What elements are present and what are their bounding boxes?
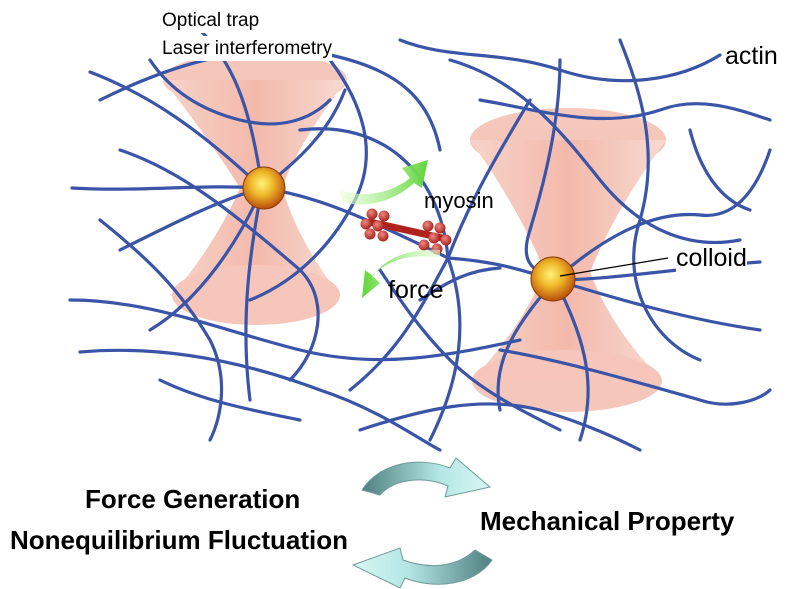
right-colloid-bead [530, 256, 576, 302]
force-generation-label: Force Generation [85, 484, 301, 514]
optical-trap-label: Optical trap [162, 8, 260, 33]
lower-force-arrow [362, 249, 440, 298]
colloid-label: colloid [676, 244, 747, 273]
myosin-label: myosin [424, 188, 494, 213]
laser-interferometry-label: Laser interferometry [162, 36, 333, 61]
force-label: force [388, 276, 444, 304]
nonequilibrium-fluctuation-label: Nonequilibrium Fluctuation [10, 525, 348, 555]
cycle-arrow-bottom [351, 547, 493, 589]
left-colloid-bead [242, 166, 286, 210]
cycle-arrow-top [361, 457, 492, 498]
colloid-pointer-line [559, 257, 669, 277]
upper-force-arrow [340, 160, 428, 205]
actin-label: actin [725, 42, 778, 70]
mechanical-property-label: Mechanical Property [480, 506, 735, 536]
